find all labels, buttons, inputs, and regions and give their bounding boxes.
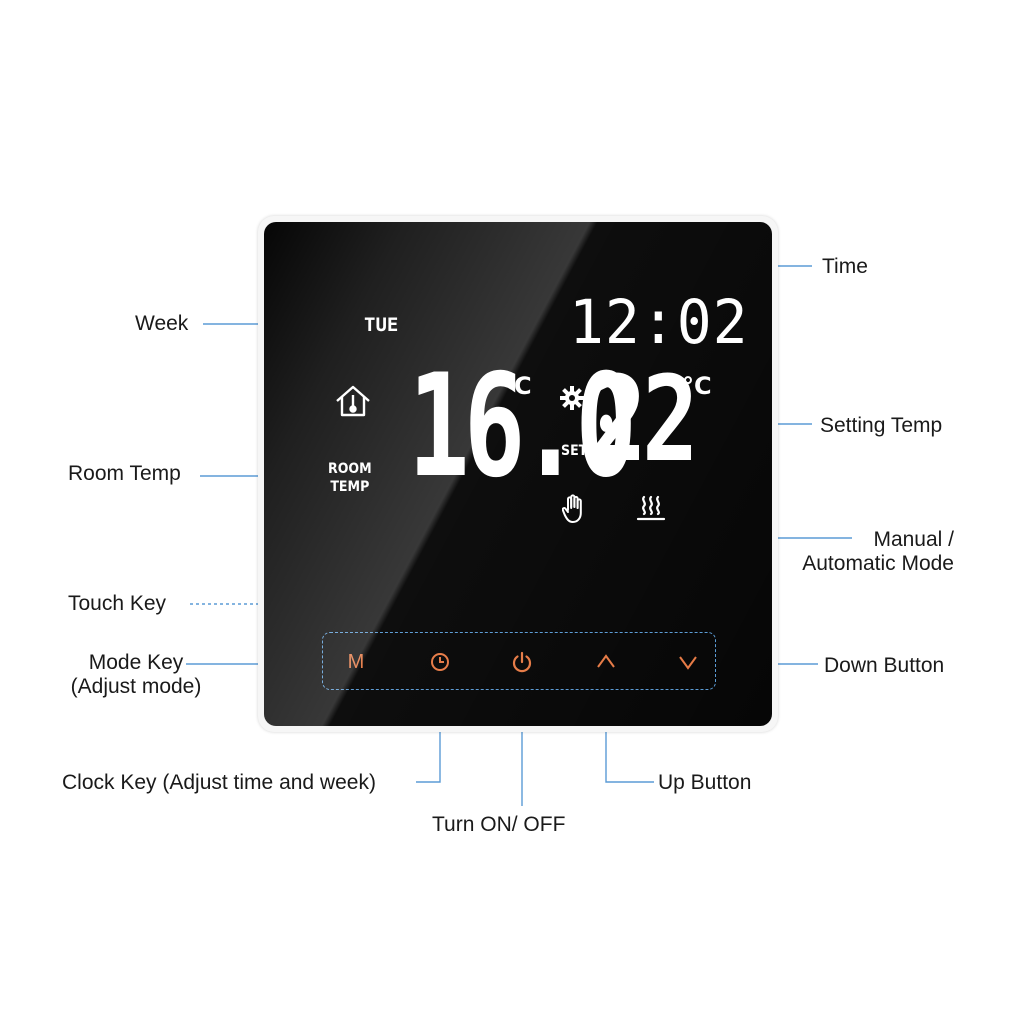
time-display: 12:02 (569, 286, 749, 358)
heat-wave-icon (636, 495, 666, 521)
callout-time: Time (822, 255, 868, 278)
thermostat-screen: TUE 12:02 ROOM TEMP 16.0 °C (264, 222, 772, 726)
up-chevron-icon (597, 654, 615, 668)
power-key[interactable] (504, 650, 540, 674)
room-label-line2: TEMP (330, 479, 370, 495)
down-key[interactable] (670, 650, 706, 674)
callout-manual-line1: Manual / (873, 528, 954, 551)
clock-icon (431, 653, 449, 671)
power-icon (512, 651, 532, 673)
callout-room-temp: Room Temp (68, 462, 181, 485)
up-key[interactable] (588, 650, 624, 674)
mode-key-label: M (347, 651, 365, 673)
clock-key[interactable] (422, 650, 458, 674)
set-temp-unit: °C (682, 372, 712, 400)
callout-mode-key: Mode Key (Adjust mode) (58, 651, 214, 699)
callout-mode-key-line1: Mode Key (88, 651, 184, 674)
house-thermometer-icon (336, 385, 370, 417)
gear-icon (560, 386, 584, 410)
callout-setting-temp: Setting Temp (820, 414, 943, 437)
callout-turn-on-off: Turn ON/ OFF (432, 813, 566, 836)
touch-key-bar (322, 632, 716, 690)
callout-touch-key: Touch Key (68, 592, 167, 615)
callout-week: Week (135, 312, 189, 335)
callout-mode-key-line2: (Adjust mode) (70, 675, 202, 698)
down-chevron-icon (679, 656, 697, 670)
callout-manual-line2: Automatic Mode (802, 552, 954, 575)
room-temp-label: ROOM TEMP (328, 460, 372, 496)
room-label-line1: ROOM (328, 461, 372, 477)
callout-manual-mode: Manual / Automatic Mode (760, 528, 954, 576)
room-temp-value: 16.0 (408, 344, 637, 509)
thermostat-device: TUE 12:02 ROOM TEMP 16.0 °C (258, 216, 778, 732)
callout-up-button: Up Button (658, 771, 752, 794)
week-display: TUE (364, 314, 399, 336)
callout-clock-key: Clock Key (Adjust time and week) (62, 771, 376, 794)
room-temp-unit: °C (502, 372, 532, 400)
set-label: SET (561, 443, 588, 459)
set-temp-value: 22 (590, 350, 699, 488)
mode-key[interactable]: M (338, 650, 374, 674)
hand-icon (562, 494, 582, 523)
callout-down-button: Down Button (824, 654, 945, 677)
